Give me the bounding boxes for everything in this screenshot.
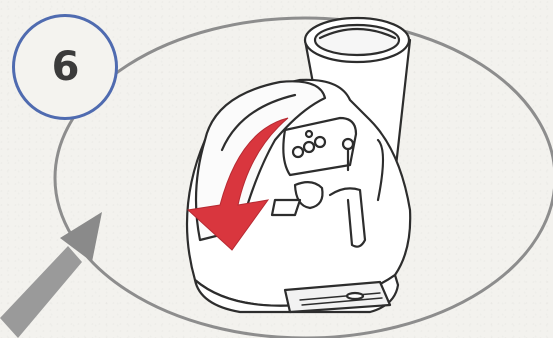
step-number: 6 <box>52 44 79 90</box>
pointer-arrow-icon <box>0 212 102 338</box>
step-number-badge: 6 <box>12 14 118 120</box>
coffee-machine-icon <box>187 18 410 312</box>
